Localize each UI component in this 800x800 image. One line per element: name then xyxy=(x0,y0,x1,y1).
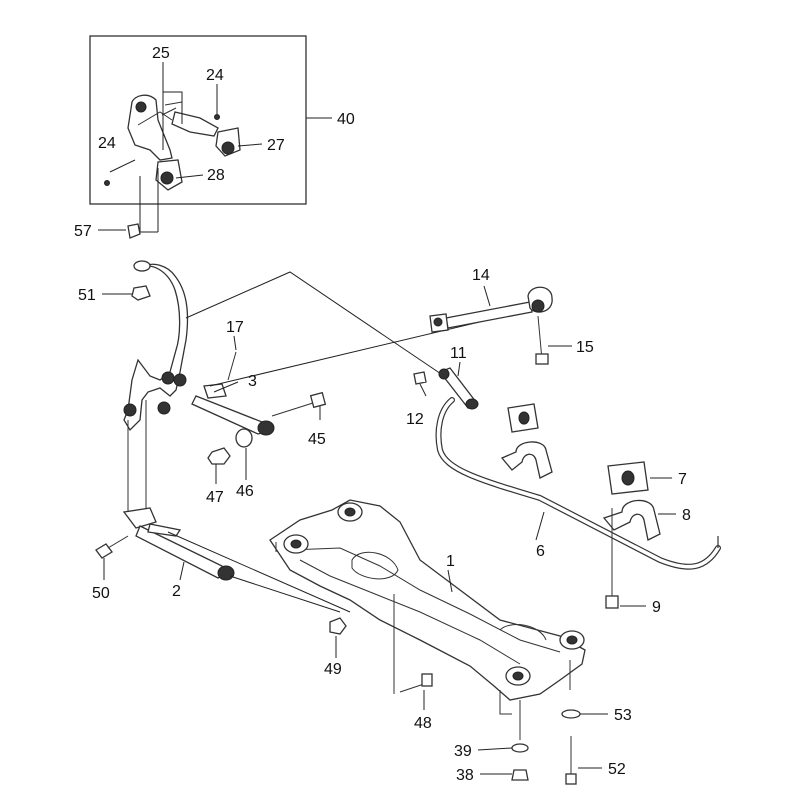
nut-49 xyxy=(329,617,347,635)
bolt-48 xyxy=(393,594,433,694)
callout-1: 1 xyxy=(446,553,455,570)
callout-6: 6 xyxy=(536,543,545,560)
stabilizer-link-11 xyxy=(413,367,479,410)
callout-57: 57 xyxy=(74,223,92,240)
washer-39 xyxy=(511,743,529,753)
callout-17: 17 xyxy=(226,319,244,336)
callout-7: 7 xyxy=(678,471,687,488)
callout-52: 52 xyxy=(608,761,626,778)
callout-48: 48 xyxy=(414,715,432,732)
callout-24: 24 xyxy=(206,67,224,84)
bolt-50 xyxy=(95,535,129,559)
callout-3: 3 xyxy=(248,373,257,390)
callout-38: 38 xyxy=(456,767,474,784)
callout-39: 39 xyxy=(454,743,472,760)
callout-15: 15 xyxy=(576,339,594,356)
callout-9: 9 xyxy=(652,599,661,616)
callout-8: 8 xyxy=(682,507,691,524)
callout-24: 24 xyxy=(98,135,116,152)
callout-51: 51 xyxy=(78,287,96,304)
bolt-52 xyxy=(565,736,577,785)
bolt-45 xyxy=(271,391,327,417)
lower-link-2 xyxy=(135,523,235,581)
leader-lines xyxy=(98,62,676,775)
bushing-7-a xyxy=(507,403,539,433)
nut-57 xyxy=(127,223,141,239)
callout-40: 40 xyxy=(337,111,355,128)
nut-51 xyxy=(131,285,151,301)
callout-47: 47 xyxy=(206,489,224,506)
lateral-rod-14 xyxy=(429,286,553,365)
rear-knuckle xyxy=(122,263,189,529)
rear-crossmember-1 xyxy=(269,499,586,715)
callout-11: 11 xyxy=(450,345,467,362)
callout-46: 46 xyxy=(236,483,254,500)
upper-link-3 xyxy=(191,383,275,436)
callout-25: 25 xyxy=(152,45,170,62)
knuckle-assembly-inset xyxy=(89,35,307,205)
clamp-8-a xyxy=(500,441,553,479)
clamp-8-b xyxy=(602,499,661,541)
callout-2: 2 xyxy=(172,583,181,600)
callout-12: 12 xyxy=(406,411,424,428)
callout-49: 49 xyxy=(324,661,342,678)
callout-labels: 25 24 24 27 28 40 57 51 17 3 45 46 47 50… xyxy=(74,45,691,784)
washer-53 xyxy=(561,709,581,719)
callout-45: 45 xyxy=(308,431,326,448)
callout-28: 28 xyxy=(207,167,225,184)
nut-38 xyxy=(511,769,529,781)
bolt-9 xyxy=(605,508,619,609)
bushing-7-b xyxy=(607,461,649,495)
bolt-17 xyxy=(227,351,237,381)
washer-46 xyxy=(235,428,253,448)
nut-47 xyxy=(207,447,231,465)
callout-53: 53 xyxy=(614,707,632,724)
callout-14: 14 xyxy=(472,267,490,284)
callout-27: 27 xyxy=(267,137,285,154)
stabilizer-bar-6 xyxy=(435,397,721,570)
callout-50: 50 xyxy=(92,585,110,602)
